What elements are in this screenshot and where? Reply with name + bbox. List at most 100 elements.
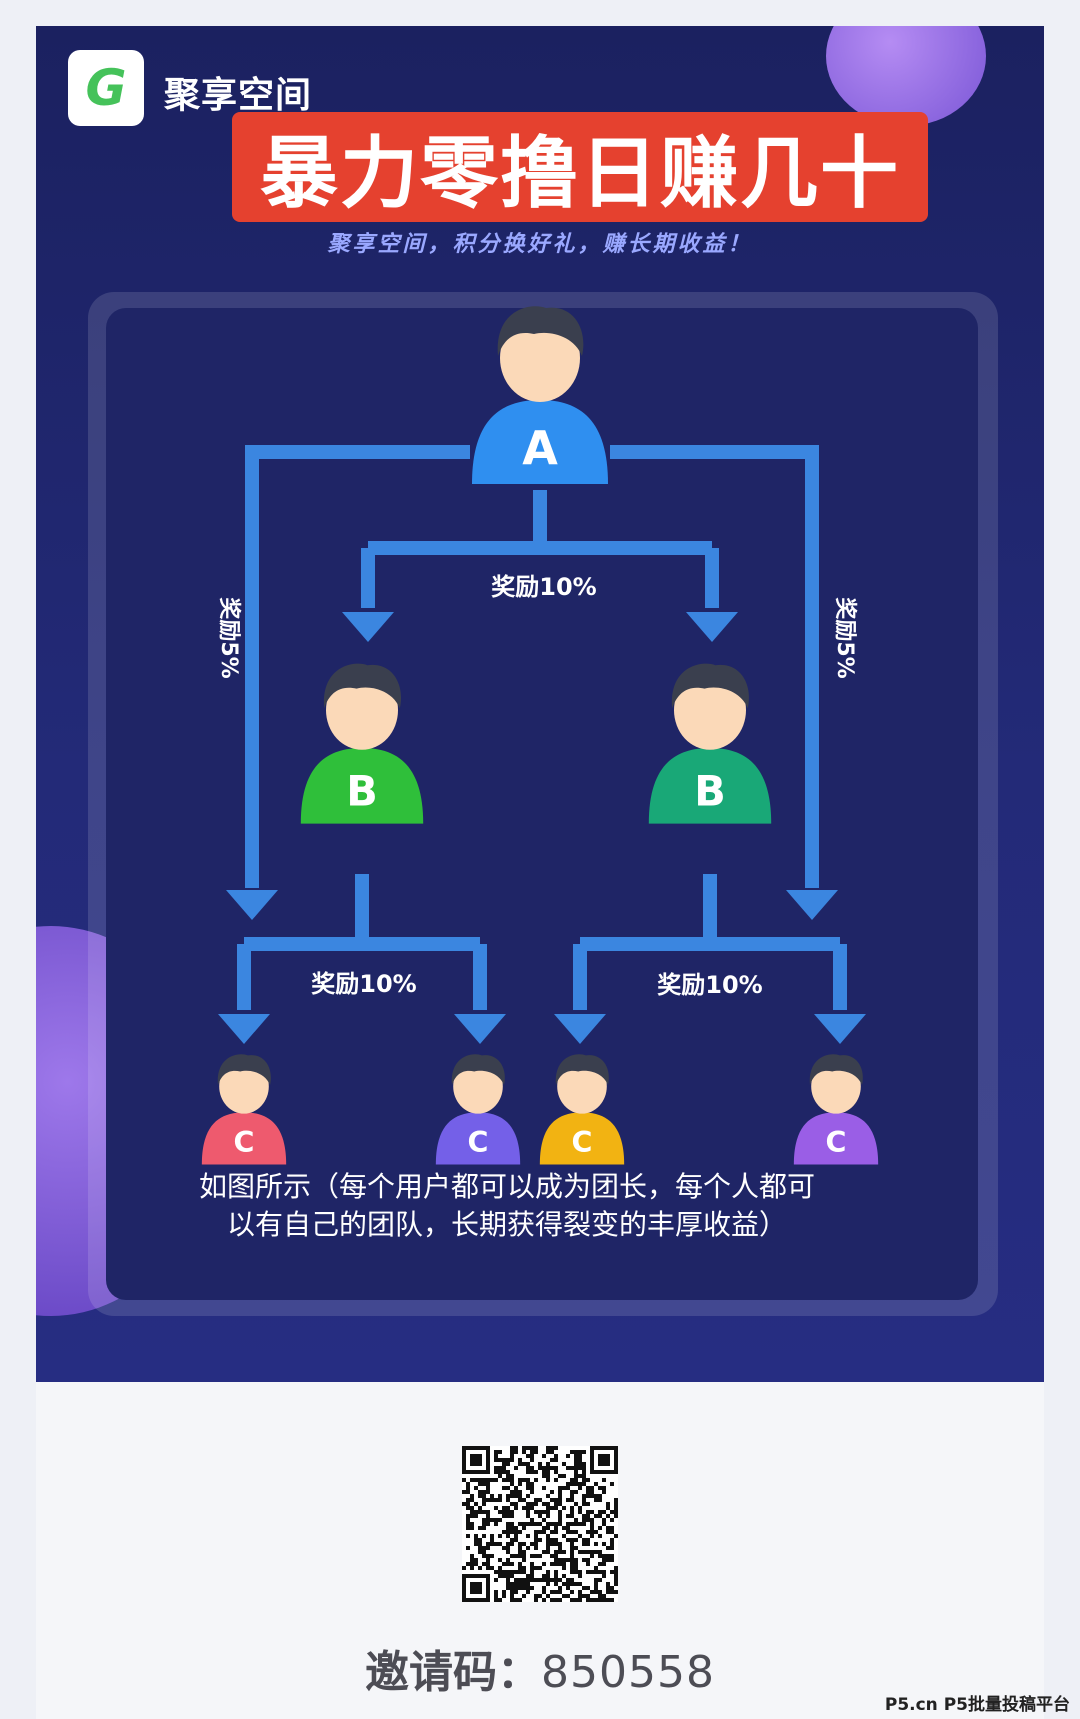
qr-module xyxy=(534,1498,538,1502)
qr-module xyxy=(502,1590,506,1594)
qr-module xyxy=(486,1566,490,1570)
qr-module xyxy=(494,1590,498,1594)
qr-module xyxy=(562,1562,566,1566)
qr-module xyxy=(570,1570,574,1574)
qr-module xyxy=(606,1514,610,1518)
qr-module xyxy=(614,1582,618,1586)
qr-module xyxy=(578,1594,582,1598)
qr-module xyxy=(534,1510,538,1514)
qr-module xyxy=(546,1462,550,1466)
qr-module xyxy=(586,1562,590,1566)
qr-module xyxy=(610,1482,614,1486)
qr-module xyxy=(570,1506,574,1510)
qr-module xyxy=(474,1558,478,1562)
qr-module xyxy=(518,1490,522,1494)
qr-module xyxy=(542,1518,546,1522)
qr-module xyxy=(602,1554,606,1558)
arrowhead-b1 xyxy=(342,612,394,642)
qr-module xyxy=(498,1510,502,1514)
qr-module xyxy=(546,1466,550,1470)
person-letter: A xyxy=(522,421,558,475)
qr-module xyxy=(482,1526,486,1530)
qr-module xyxy=(470,1494,474,1498)
qr-module xyxy=(514,1578,518,1582)
qr-module xyxy=(594,1582,598,1586)
qr-module xyxy=(514,1486,518,1490)
qr-module xyxy=(594,1542,598,1546)
qr-module xyxy=(598,1498,602,1502)
qr-module xyxy=(602,1574,606,1578)
qr-module xyxy=(530,1586,534,1590)
qr-module xyxy=(550,1522,554,1526)
qr-module xyxy=(526,1454,530,1458)
arrowhead-c4 xyxy=(814,1014,866,1044)
qr-module xyxy=(606,1598,610,1602)
qr-module xyxy=(462,1566,466,1570)
qr-module xyxy=(582,1478,586,1482)
qr-module xyxy=(566,1530,570,1534)
qr-module xyxy=(522,1566,526,1570)
qr-module xyxy=(518,1566,522,1570)
qr-module xyxy=(558,1502,562,1506)
qr-module xyxy=(482,1522,486,1526)
label-b1-to-c: 奖励10% xyxy=(311,970,416,998)
arrow-right-bypass xyxy=(610,445,819,888)
qr-module xyxy=(506,1534,510,1538)
person-hair-icon xyxy=(451,1054,505,1086)
qr-module xyxy=(494,1570,498,1574)
qr-module xyxy=(486,1478,490,1482)
headline: 暴力零撸日赚几十 xyxy=(259,129,900,219)
qr-module xyxy=(514,1586,518,1590)
qr-module xyxy=(598,1578,602,1582)
qr-module xyxy=(506,1510,510,1514)
qr-module xyxy=(558,1550,562,1554)
qr-module xyxy=(506,1582,510,1586)
label-a-to-b: 奖励10% xyxy=(491,573,596,601)
qr-module xyxy=(514,1494,518,1498)
qr-module xyxy=(602,1486,606,1490)
qr-module xyxy=(494,1506,498,1510)
qr-module xyxy=(542,1510,546,1514)
qr-module xyxy=(478,1526,482,1530)
qr-module xyxy=(522,1506,526,1510)
qr-module xyxy=(530,1490,534,1494)
qr-module xyxy=(514,1530,518,1534)
qr-module xyxy=(522,1594,526,1598)
qr-module xyxy=(554,1530,558,1534)
qr-module xyxy=(518,1462,522,1466)
qr-module xyxy=(522,1582,526,1586)
qr-module xyxy=(526,1514,530,1518)
qr-module xyxy=(558,1546,562,1550)
qr-module xyxy=(578,1474,582,1478)
qr-module xyxy=(510,1586,514,1590)
qr-module xyxy=(602,1522,606,1526)
invite-code[interactable]: 850558 xyxy=(541,1647,715,1698)
qr-module xyxy=(602,1490,606,1494)
qr-module xyxy=(526,1470,530,1474)
qr-module xyxy=(534,1538,538,1542)
qr-module xyxy=(578,1458,582,1462)
qr-module xyxy=(526,1466,530,1470)
qr-module xyxy=(546,1478,550,1482)
qr-module xyxy=(510,1446,514,1450)
person-hair-icon xyxy=(217,1054,271,1086)
person-hair-icon xyxy=(809,1054,863,1086)
qr-module xyxy=(554,1574,558,1578)
qr-module xyxy=(490,1554,494,1558)
diagram-arrows xyxy=(218,445,866,1044)
qr-module xyxy=(546,1510,550,1514)
qr-module xyxy=(502,1470,506,1474)
qr-module xyxy=(594,1494,598,1498)
qr-module xyxy=(502,1510,506,1514)
qr-module xyxy=(570,1450,574,1454)
qr-module xyxy=(482,1518,486,1522)
qr-module xyxy=(578,1550,582,1554)
qr-module xyxy=(502,1506,506,1510)
qr-module xyxy=(526,1486,530,1490)
person-face-icon xyxy=(326,670,398,750)
qr-module xyxy=(594,1514,598,1518)
label-b2-to-c: 奖励10% xyxy=(657,971,762,999)
qr-module xyxy=(554,1454,558,1458)
watermark: P5.cn P5批量投稿平台 xyxy=(884,1695,1070,1715)
person-face-icon xyxy=(500,314,580,402)
